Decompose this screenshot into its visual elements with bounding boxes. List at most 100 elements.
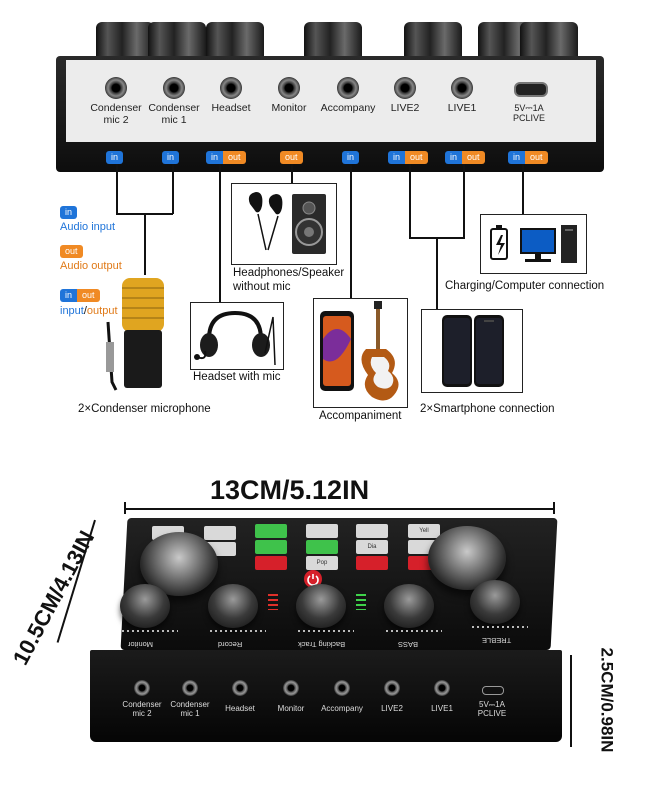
jack-label: Monitor [271, 102, 307, 114]
effect-button[interactable]: Dia [356, 540, 388, 554]
jack-label: Headset [211, 102, 251, 114]
dimension-height: 2.5CM/0.98IN [597, 647, 617, 753]
knob-scale [210, 630, 266, 632]
front-jack-condenser-mic-2[interactable] [134, 680, 150, 696]
battery-computer-icon [490, 225, 577, 263]
knob-backing-track[interactable] [296, 584, 346, 628]
jack-label: LIVE2 [390, 102, 420, 114]
caption-headset: Headset with mic [193, 371, 281, 383]
front-jack-monitor[interactable] [283, 680, 299, 696]
device-back-plate [66, 60, 596, 142]
dimension-line [124, 508, 554, 510]
knob-scale [472, 626, 528, 628]
knob-label-backing-track: Backing Track [298, 640, 346, 649]
connector-line [144, 213, 146, 275]
connector-line [116, 164, 118, 214]
effect-button[interactable] [255, 524, 287, 538]
phone-guitar-icon [320, 301, 399, 401]
jack-live1[interactable] [451, 77, 473, 99]
connector-line [172, 164, 174, 214]
smartphone-box [421, 309, 523, 393]
effect-button[interactable]: Yell [408, 524, 440, 538]
front-jack-label: Accompany [321, 704, 363, 713]
knob-label-treble: TREBLE [482, 636, 512, 645]
usb-c-port[interactable] [514, 82, 548, 97]
connector-line [291, 164, 293, 184]
effect-button[interactable] [306, 524, 338, 538]
top-knob [206, 22, 264, 62]
front-usb-c-port[interactable] [482, 686, 504, 695]
led-meter-left [268, 594, 278, 610]
caption-smartphone: 2×Smartphone connection [420, 403, 555, 415]
front-jack-accompany[interactable] [334, 680, 350, 696]
effect-button[interactable] [356, 556, 388, 570]
jack-condenser-mic-2[interactable] [105, 77, 127, 99]
dimension-line [570, 655, 572, 747]
knob-scale [298, 630, 354, 632]
dimension-tick [553, 502, 555, 514]
jack-condenser-mic-1[interactable] [163, 77, 185, 99]
knob-monitor[interactable] [120, 584, 170, 628]
front-jack-label: Monitor [277, 704, 305, 713]
knob-scale [122, 630, 178, 632]
front-jack-label: LIVE2 [381, 704, 403, 713]
effect-button[interactable] [356, 524, 388, 538]
effect-button[interactable]: Pop [306, 556, 338, 570]
jack-monitor[interactable] [278, 77, 300, 99]
front-jack-live2[interactable] [384, 680, 400, 696]
connector-line [409, 164, 411, 238]
jack-label: Accompany [320, 102, 376, 114]
front-jack-headset[interactable] [232, 680, 248, 696]
led-meter-right [356, 594, 366, 610]
effect-button[interactable] [306, 540, 338, 554]
knob-record[interactable] [208, 584, 258, 628]
headphones-speaker-box [231, 183, 337, 265]
jack-live2[interactable] [394, 77, 416, 99]
front-jack-label: Headset [225, 704, 255, 713]
top-knob [520, 22, 578, 62]
device-front-face [90, 650, 562, 742]
caption-condenser: 2×Condenser microphone [78, 403, 211, 415]
knob-treble[interactable] [470, 580, 520, 624]
smartphone-icon [442, 315, 504, 387]
connector-line [522, 164, 524, 216]
top-knob [304, 22, 362, 62]
legend-audio-input: Audio input [60, 221, 116, 233]
knob-scale [386, 630, 442, 632]
jack-accompany[interactable] [337, 77, 359, 99]
connector-line [436, 237, 438, 311]
top-knob [404, 22, 462, 62]
legend-audio-output: Audio output [60, 260, 122, 272]
effect-button[interactable] [204, 526, 236, 540]
connector-line [350, 164, 352, 298]
dimension-width: 13CM/5.12IN [210, 475, 370, 505]
effect-button[interactable] [255, 556, 287, 570]
connector-line [219, 164, 221, 304]
jack-headset[interactable] [220, 77, 242, 99]
effect-button[interactable] [255, 540, 287, 554]
dimension-tick [124, 502, 126, 514]
top-knob [96, 22, 154, 62]
knob-label-bass: BASS [398, 640, 419, 649]
front-jack-condenser-mic-1[interactable] [182, 680, 198, 696]
front-jack-label: LIVE1 [431, 704, 453, 713]
front-jack-live1[interactable] [434, 680, 450, 696]
knob-bass[interactable] [384, 584, 434, 628]
connector-line [463, 164, 465, 238]
main-knob-right[interactable] [428, 526, 506, 590]
legend-input-output: input/output [60, 305, 118, 317]
jack-label: LIVE1 [447, 102, 477, 114]
tag-in: in [106, 151, 124, 164]
tag-in: in [342, 151, 360, 164]
